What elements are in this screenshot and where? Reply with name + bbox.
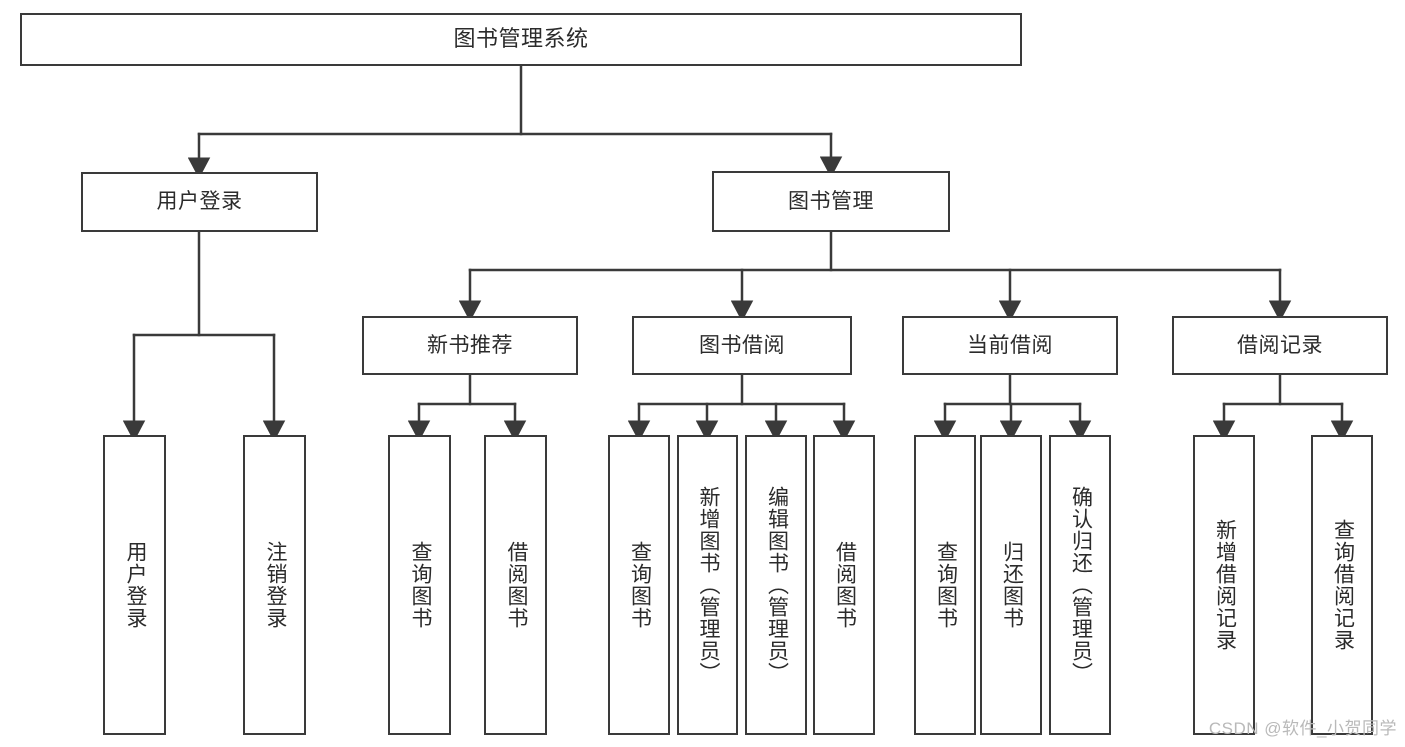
node-leaf-query-book-3-label: 查询图书 bbox=[934, 541, 958, 629]
node-leaf-confirm-return-admin[interactable]: 确认归还（管理员） bbox=[1049, 435, 1111, 735]
node-book-borrow-label: 图书借阅 bbox=[699, 333, 785, 357]
node-book-manage-label: 图书管理 bbox=[788, 189, 874, 213]
node-leaf-query-book-2-label: 查询图书 bbox=[628, 541, 652, 629]
node-new-book-recommend[interactable]: 新书推荐 bbox=[362, 316, 578, 375]
node-leaf-borrow-book-1[interactable]: 借阅图书 bbox=[484, 435, 547, 735]
node-leaf-add-book-admin-label: 新增图书（管理员） bbox=[696, 486, 720, 684]
node-leaf-user-login-label: 用户登录 bbox=[123, 541, 147, 629]
node-leaf-confirm-return-admin-label: 确认归还（管理员） bbox=[1069, 486, 1093, 684]
node-user-login-label: 用户登录 bbox=[156, 190, 243, 214]
node-root-label: 图书管理系统 bbox=[453, 26, 589, 52]
node-new-book-recommend-label: 新书推荐 bbox=[427, 333, 513, 357]
node-current-borrow[interactable]: 当前借阅 bbox=[902, 316, 1118, 375]
node-leaf-query-book-1-label: 查询图书 bbox=[408, 541, 432, 629]
node-user-login[interactable]: 用户登录 bbox=[81, 172, 318, 232]
node-book-borrow[interactable]: 图书借阅 bbox=[632, 316, 852, 375]
node-borrow-record-label: 借阅记录 bbox=[1237, 333, 1323, 357]
node-leaf-return-book-label: 归还图书 bbox=[1000, 541, 1024, 629]
node-leaf-query-borrow-record-label: 查询借阅记录 bbox=[1331, 519, 1355, 651]
node-leaf-add-borrow-record[interactable]: 新增借阅记录 bbox=[1193, 435, 1255, 735]
node-leaf-query-book-2[interactable]: 查询图书 bbox=[608, 435, 670, 735]
node-current-borrow-label: 当前借阅 bbox=[967, 333, 1053, 357]
node-leaf-borrow-book-2[interactable]: 借阅图书 bbox=[813, 435, 875, 735]
node-leaf-user-logout[interactable]: 注销登录 bbox=[243, 435, 306, 735]
node-leaf-add-book-admin[interactable]: 新增图书（管理员） bbox=[677, 435, 738, 735]
node-borrow-record[interactable]: 借阅记录 bbox=[1172, 316, 1388, 375]
node-leaf-edit-book-admin-label: 编辑图书（管理员） bbox=[765, 486, 789, 684]
node-leaf-query-book-1[interactable]: 查询图书 bbox=[388, 435, 451, 735]
node-leaf-user-login[interactable]: 用户登录 bbox=[103, 435, 166, 735]
node-leaf-add-borrow-record-label: 新增借阅记录 bbox=[1213, 519, 1237, 651]
node-leaf-query-borrow-record[interactable]: 查询借阅记录 bbox=[1311, 435, 1373, 735]
node-book-manage[interactable]: 图书管理 bbox=[712, 171, 950, 232]
node-leaf-user-logout-label: 注销登录 bbox=[263, 541, 287, 629]
node-leaf-query-book-3[interactable]: 查询图书 bbox=[914, 435, 976, 735]
node-leaf-borrow-book-1-label: 借阅图书 bbox=[504, 541, 528, 629]
node-leaf-edit-book-admin[interactable]: 编辑图书（管理员） bbox=[745, 435, 807, 735]
node-root[interactable]: 图书管理系统 bbox=[20, 13, 1022, 66]
node-leaf-return-book[interactable]: 归还图书 bbox=[980, 435, 1042, 735]
node-leaf-borrow-book-2-label: 借阅图书 bbox=[833, 541, 857, 629]
